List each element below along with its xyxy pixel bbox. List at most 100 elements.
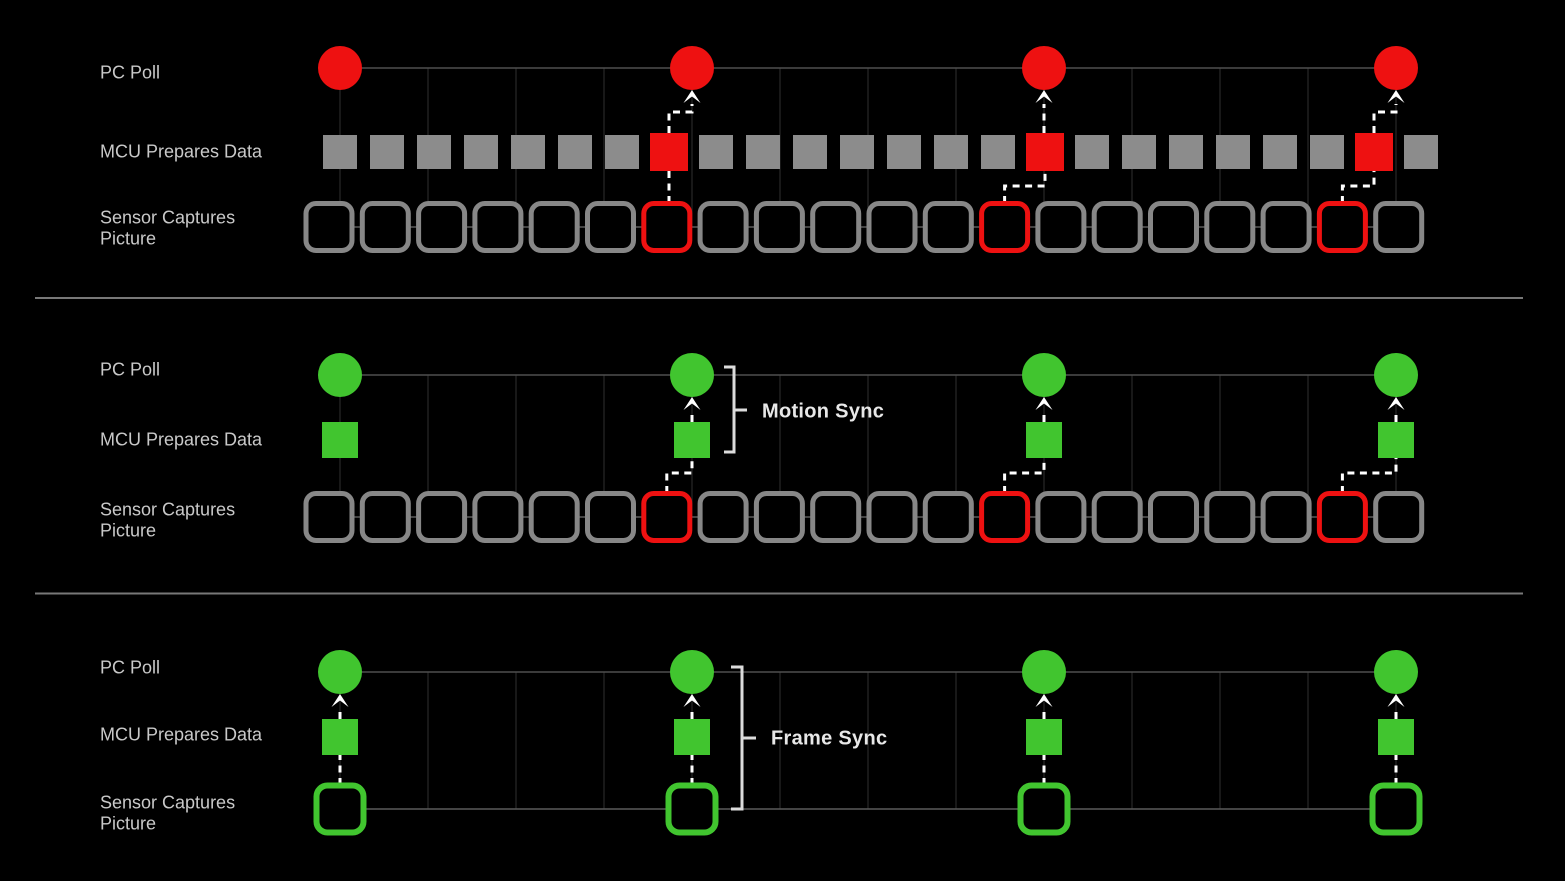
sensor-frame — [697, 201, 749, 253]
sensor-frame — [1148, 491, 1199, 543]
pc-poll-dot — [670, 650, 714, 694]
row-label-mcu: MCU Prepares Data — [100, 141, 263, 162]
sync-connector — [1003, 458, 1046, 493]
sensor-frame-highlight — [641, 201, 693, 253]
sync-connector — [665, 458, 694, 493]
sensor-frame — [810, 491, 862, 543]
sensor-frame — [1035, 201, 1087, 253]
arrow-up-icon — [1387, 694, 1405, 707]
sensor-frame — [585, 201, 636, 253]
sensor-frame — [753, 491, 805, 543]
sensor-frame-highlight — [1316, 491, 1368, 543]
mcu-data-slot — [1122, 135, 1156, 169]
arrow-up-icon — [1035, 397, 1053, 410]
pc-poll-dot — [1022, 353, 1066, 397]
row-label-sensor-2: Picture — [100, 813, 157, 834]
sensor-frame — [303, 201, 355, 253]
mcu-data-slot — [840, 135, 874, 169]
sensor-frame-synced — [313, 782, 367, 836]
mcu-data-slot — [370, 135, 404, 169]
row-label-mcu: MCU Prepares Data — [100, 429, 263, 450]
row-label-sensor-1: Sensor Captures — [100, 792, 236, 813]
mcu-data-slot — [699, 135, 733, 169]
row-label-pc-poll: PC Poll — [100, 359, 161, 380]
mcu-data-slot — [1169, 135, 1203, 169]
mcu-data-slot — [887, 135, 921, 169]
sensor-frame — [1260, 491, 1312, 543]
pc-poll-dot — [318, 353, 362, 397]
sensor-frame — [472, 491, 524, 543]
mcu-data-slot — [1310, 135, 1344, 169]
mcu-data-slot — [1404, 135, 1438, 169]
mcu-data-slot — [1378, 719, 1414, 755]
frame-sync-label: Frame Sync — [771, 727, 888, 750]
sync-connector — [1003, 171, 1047, 203]
mcu-data-slot — [464, 135, 498, 169]
pc-poll-dot — [1022, 650, 1066, 694]
sensor-frame — [810, 201, 862, 253]
sensor-frame — [697, 491, 749, 543]
sensor-frame — [1204, 491, 1256, 543]
frame-sync-bracket — [731, 665, 756, 811]
sensor-frame — [416, 491, 468, 543]
mcu-data-slot — [1026, 719, 1062, 755]
sync-connector — [1340, 171, 1376, 203]
row-label-sensor-2: Picture — [100, 228, 157, 249]
arrow-up-icon — [683, 694, 701, 707]
sensor-frame — [1035, 491, 1087, 543]
arrow-up-icon — [1035, 90, 1053, 103]
mcu-data-slot — [1216, 135, 1250, 169]
sensor-frame — [1373, 201, 1425, 253]
sensor-frame — [416, 201, 468, 253]
sensor-frame — [359, 491, 411, 543]
arrow-up-icon — [331, 694, 349, 707]
row-label-sensor-1: Sensor Captures — [100, 207, 236, 228]
pc-poll-dot — [670, 353, 714, 397]
sensor-frame-synced — [1017, 782, 1071, 836]
sensor-frame — [1091, 491, 1143, 543]
arrow-up-icon — [1387, 397, 1405, 410]
mcu-data-slot — [674, 422, 710, 458]
sensor-frame — [922, 201, 974, 253]
mcu-data-slot — [746, 135, 780, 169]
sensor-frame — [303, 491, 355, 543]
sensor-frame — [1204, 201, 1256, 253]
sensor-frame — [359, 201, 411, 253]
mcu-data-slot-highlight — [650, 133, 688, 171]
motion-sync-bracket — [724, 365, 747, 454]
sync-connector — [1372, 104, 1398, 133]
mcu-data-slot — [1263, 135, 1297, 169]
sync-connector — [1340, 458, 1398, 493]
sensor-frame — [472, 201, 524, 253]
sensor-frame — [1091, 201, 1143, 253]
sensor-frame — [922, 491, 974, 543]
sync-connector — [667, 104, 694, 133]
sensor-frame — [528, 491, 580, 543]
sensor-frame-highlight — [1316, 201, 1368, 253]
arrow-up-icon — [1035, 694, 1053, 707]
sensor-frame — [866, 491, 918, 543]
sensor-frame — [1260, 201, 1312, 253]
pc-poll-dot — [1374, 650, 1418, 694]
mcu-data-slot — [322, 422, 358, 458]
arrow-up-icon — [683, 397, 701, 410]
pc-poll-dot — [318, 46, 362, 90]
mcu-data-slot — [793, 135, 827, 169]
mcu-data-slot-highlight — [1026, 133, 1064, 171]
pc-poll-dot — [318, 650, 362, 694]
mcu-data-slot — [605, 135, 639, 169]
row-label-pc-poll: PC Poll — [100, 62, 161, 83]
sensor-frame — [585, 491, 636, 543]
mcu-data-slot — [674, 719, 710, 755]
mcu-data-slot — [934, 135, 968, 169]
arrow-up-icon — [1387, 90, 1405, 103]
row-label-pc-poll: PC Poll — [100, 657, 161, 678]
sensor-frame — [1148, 201, 1199, 253]
row-label-sensor-2: Picture — [100, 520, 157, 541]
sensor-frame-synced — [1369, 782, 1423, 836]
motion-sync-label: Motion Sync — [762, 400, 885, 423]
mcu-data-slot — [511, 135, 545, 169]
mcu-data-slot — [322, 719, 358, 755]
